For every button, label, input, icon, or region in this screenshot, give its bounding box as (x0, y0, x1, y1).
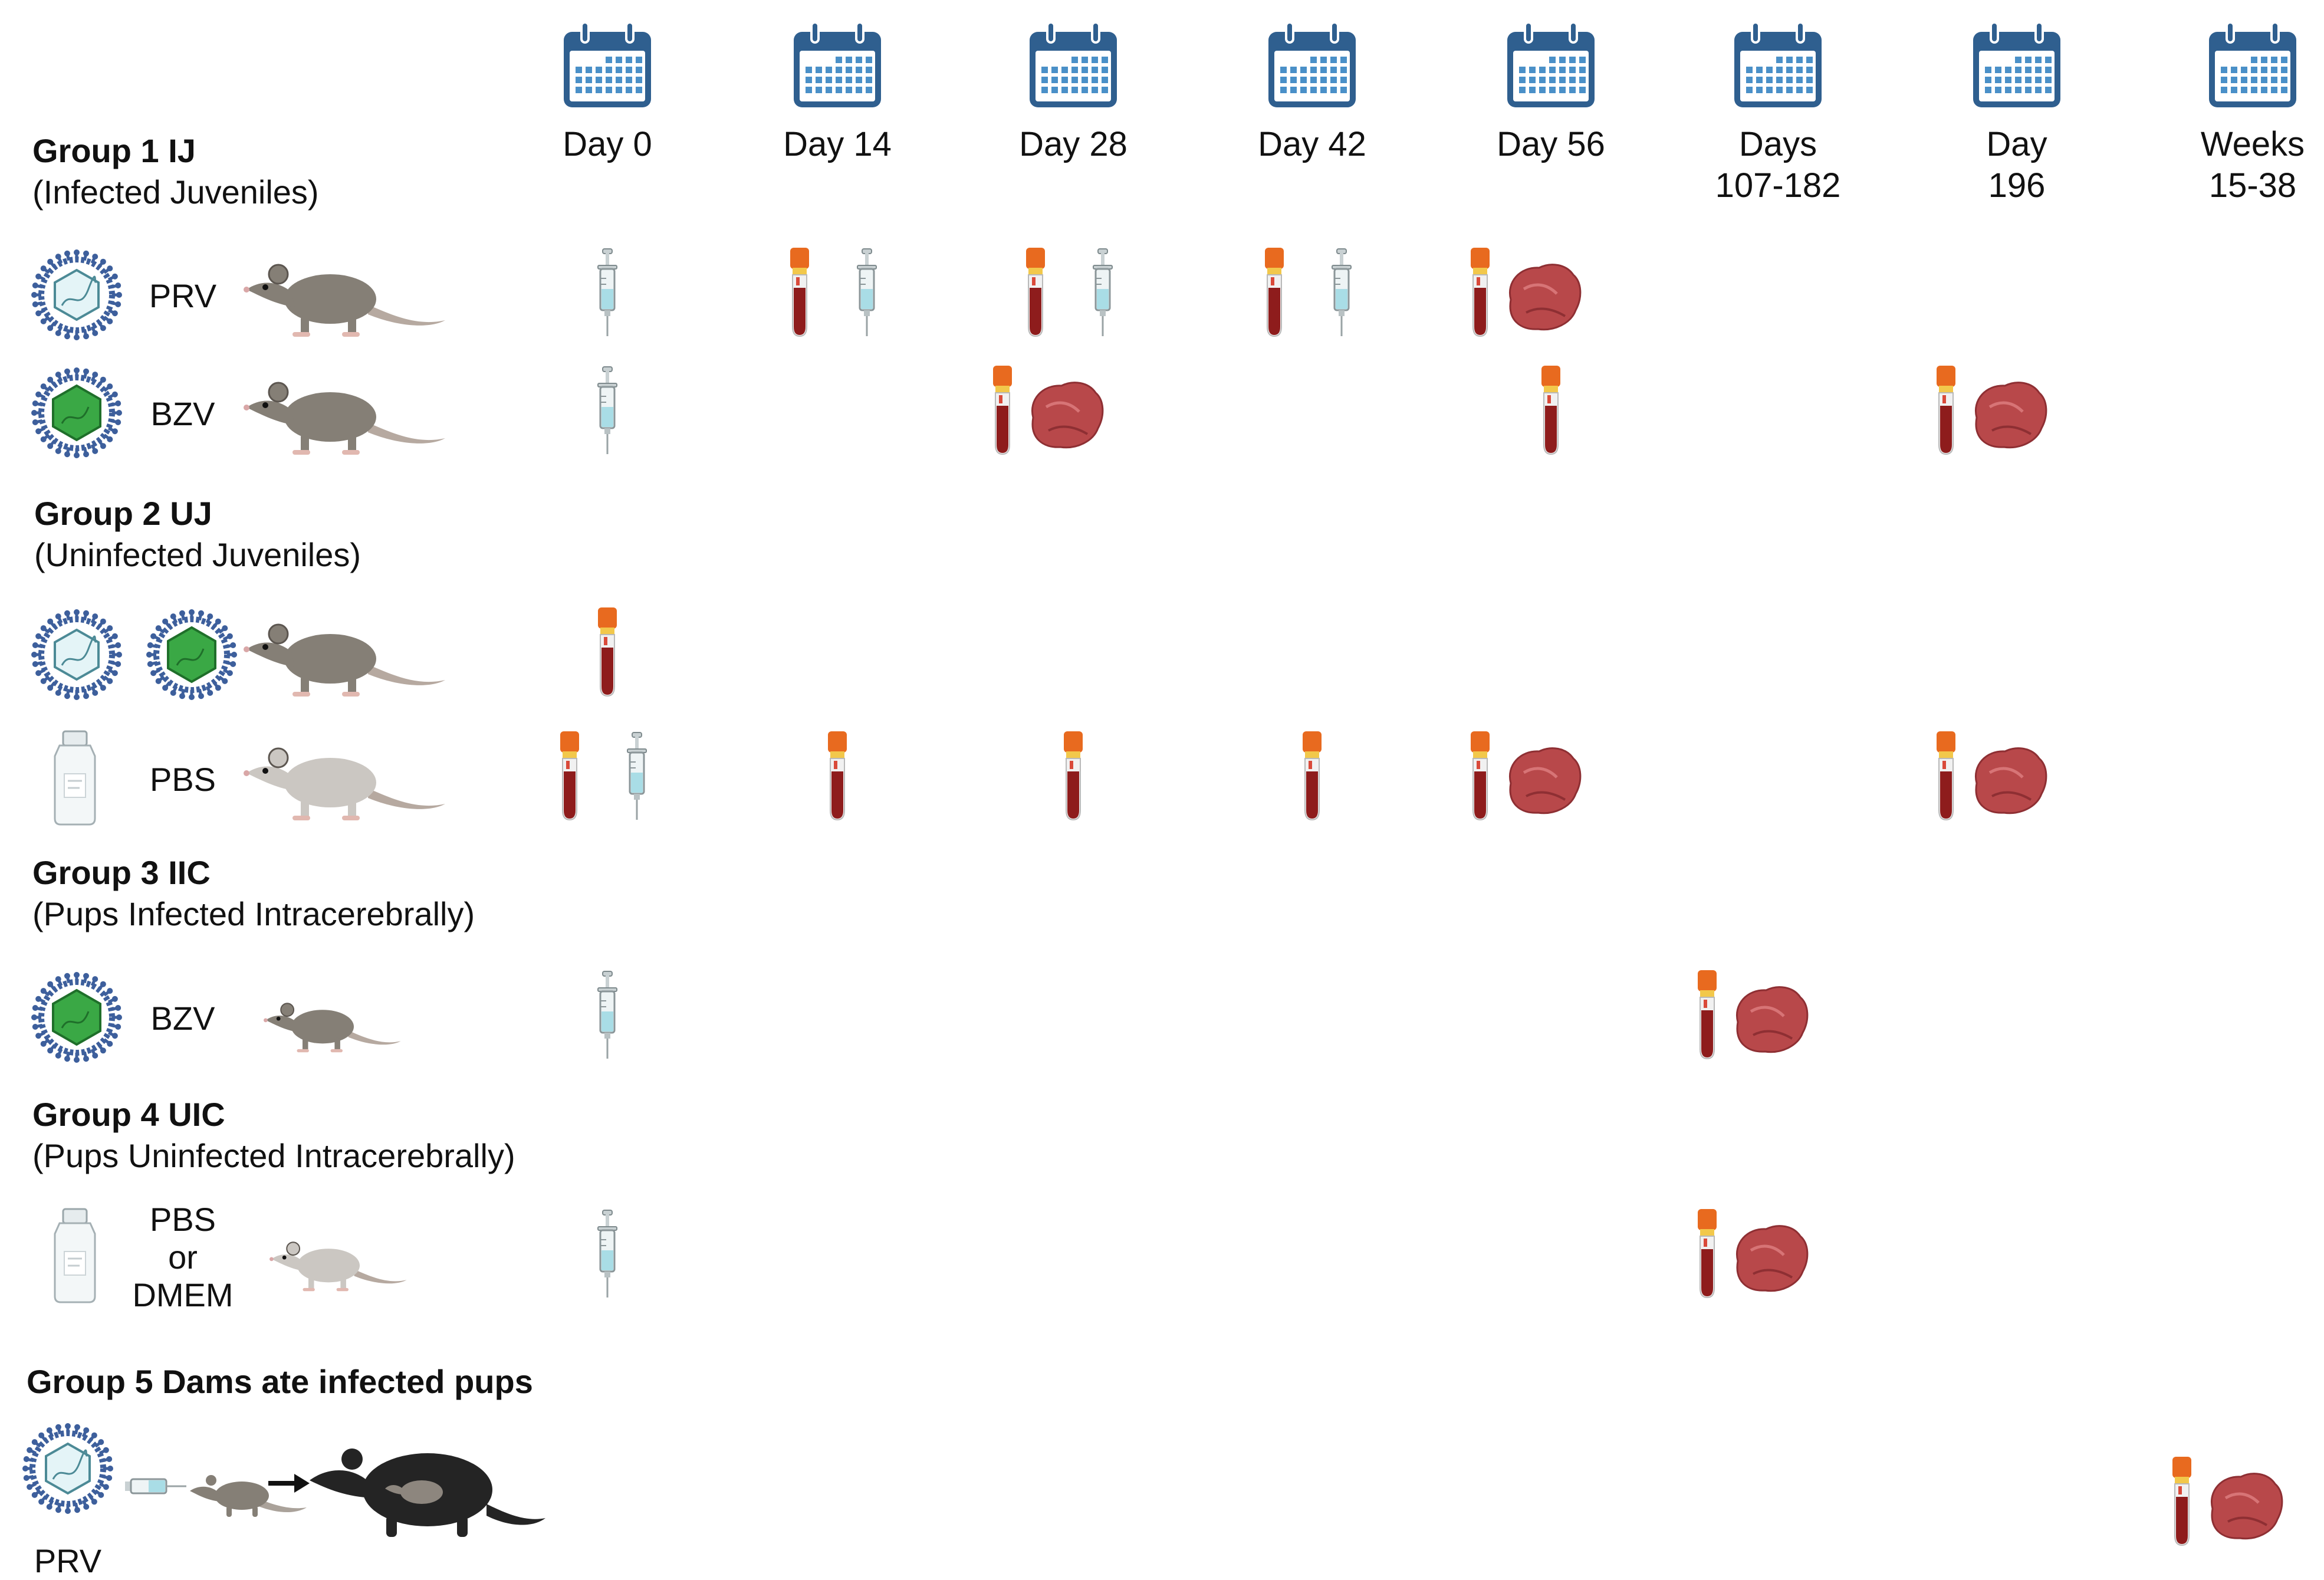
bzv-virus-icon (31, 367, 122, 458)
tissue-icon (1509, 264, 1582, 331)
calendar-icon (1507, 21, 1595, 107)
blood-tube-icon (1303, 731, 1322, 821)
prv-virus-icon (22, 1423, 113, 1514)
syringe-icon (597, 1210, 617, 1297)
tissue-icon (1736, 986, 1809, 1053)
timepoint-label: Day 0 (563, 125, 652, 163)
bzv-virus-icon (31, 972, 122, 1063)
syringe-icon (597, 248, 617, 336)
blood-tube-icon (993, 366, 1012, 455)
timepoint-label: 107-182 (1715, 166, 1841, 205)
juvenile-opossum-icon (244, 623, 445, 697)
blood-tube-icon (598, 607, 617, 697)
blood-tube-icon (2172, 1457, 2191, 1546)
timepoint-label: 196 (1988, 166, 2046, 205)
prv-virus-icon (31, 249, 122, 340)
tissue-icon (1736, 1225, 1809, 1292)
timepoint-label: Day 42 (1258, 125, 1366, 163)
pbs-bottle-icon (54, 730, 96, 826)
pup-opossum-icon (190, 1475, 307, 1517)
medium-bottle-icon (54, 1208, 96, 1303)
blood-tube-icon (1698, 970, 1717, 1060)
timepoint-label: Days (1738, 125, 1817, 163)
blood-tube-icon (1937, 366, 1955, 455)
group-title: Group 5 Dams ate infected pups (27, 1363, 533, 1400)
timepoint-label: Weeks (2200, 125, 2305, 163)
calendar-icon (2209, 21, 2296, 107)
blood-tube-icon (1471, 731, 1490, 821)
timepoint-label: Day 56 (1497, 125, 1605, 163)
agent-label: or (168, 1239, 198, 1276)
agent-label: DMEM (132, 1276, 234, 1313)
group-subtitle: (Uninfected Juveniles) (34, 536, 361, 573)
calendar-icon (564, 21, 651, 107)
group-subtitle: (Pups Uninfected Intracerebrally) (32, 1137, 515, 1174)
syringe-icon (597, 971, 617, 1059)
pale-juvenile-opossum-icon (244, 747, 445, 820)
timepoint-label: Day 28 (1019, 125, 1128, 163)
group-title: Group 1 IJ (32, 132, 196, 169)
calendar-icon (1734, 21, 1822, 107)
syringe-icon (857, 248, 877, 336)
dam-with-pup-icon (310, 1448, 545, 1537)
agent-label: PRV (149, 277, 217, 314)
blood-tube-icon (1064, 731, 1083, 821)
blood-tube-icon (828, 731, 847, 821)
group-title: Group 2 UJ (34, 495, 212, 532)
agent-label: BZV (150, 395, 215, 432)
arrow-icon (268, 1474, 310, 1493)
bzv-virus-icon (146, 609, 237, 700)
blood-tube-icon (1026, 248, 1045, 337)
group-subtitle: (Infected Juveniles) (32, 173, 319, 211)
pale-pup-opossum-icon (269, 1241, 407, 1292)
juvenile-opossum-icon (244, 264, 445, 337)
timepoint-label: Day 14 (783, 125, 892, 163)
calendar-icon (1268, 21, 1356, 107)
calendar-icon (1973, 21, 2060, 107)
tissue-icon (1975, 747, 2047, 814)
syringe-icon (125, 1478, 186, 1494)
blood-tube-icon (1541, 366, 1560, 455)
agent-label: PBS (149, 761, 216, 798)
calendar-icon (794, 21, 881, 107)
tissue-icon (2211, 1473, 2283, 1540)
pup-opossum-icon (264, 1003, 401, 1053)
blood-tube-icon (1937, 731, 1955, 821)
juvenile-opossum-icon (244, 382, 445, 455)
blood-tube-icon (790, 248, 809, 337)
syringe-icon (1093, 248, 1113, 336)
syringe-icon (597, 366, 617, 454)
tissue-icon (1509, 747, 1582, 814)
syringe-icon (627, 732, 647, 820)
blood-tube-icon (1471, 248, 1490, 337)
group-subtitle: (Pups Infected Intracerebrally) (32, 895, 475, 932)
agent-label: PBS (149, 1201, 216, 1238)
blood-tube-icon (1698, 1209, 1717, 1299)
blood-tube-icon (1265, 248, 1284, 337)
agent-label: BZV (150, 1000, 215, 1037)
group-title: Group 4 UIC (32, 1096, 225, 1133)
tissue-icon (1031, 382, 1104, 449)
agent-label: PRV (34, 1542, 102, 1579)
blood-tube-icon (560, 731, 579, 821)
group-title: Group 3 IIC (32, 854, 211, 891)
syringe-icon (1332, 248, 1352, 336)
timepoint-label: Day (1986, 125, 2047, 163)
prv-virus-icon (31, 609, 122, 700)
calendar-icon (1030, 21, 1117, 107)
timepoint-label: 15-38 (2208, 166, 2297, 205)
tissue-icon (1975, 382, 2047, 449)
